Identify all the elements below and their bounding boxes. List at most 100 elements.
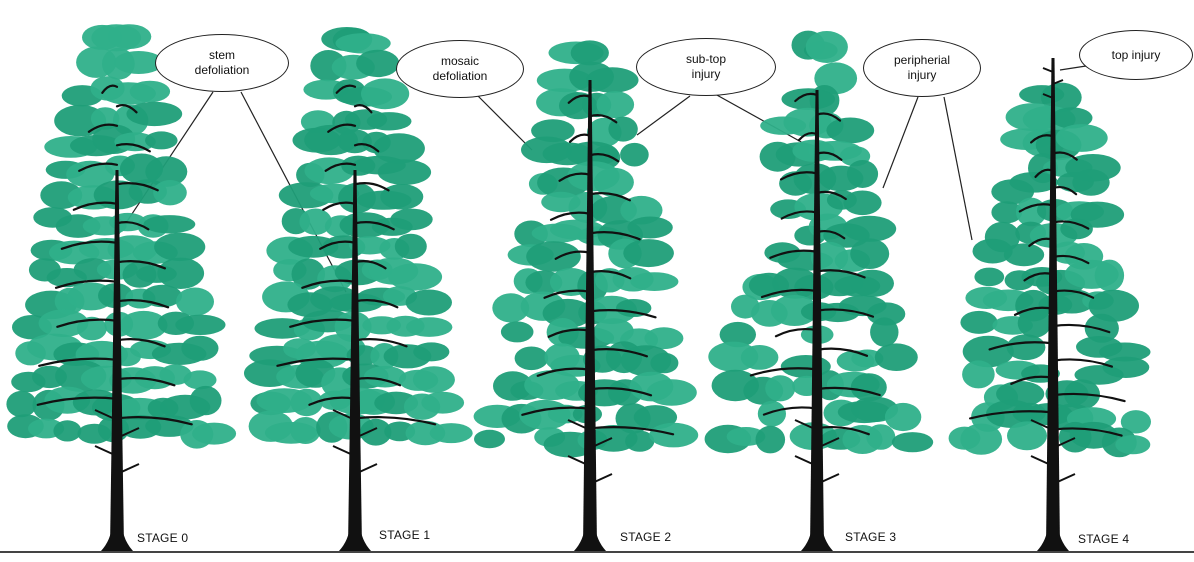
dead-top-twig	[1042, 67, 1054, 73]
foliage-tuft	[1115, 435, 1151, 455]
branch	[815, 308, 875, 318]
foliage-tuft	[630, 272, 679, 291]
branch	[1051, 392, 1126, 403]
foliage-tuft	[113, 51, 164, 74]
foliage-tuft	[866, 302, 906, 326]
trunk	[110, 170, 124, 548]
foliage-tuft	[119, 310, 168, 340]
callout-text-line1: sub-top	[685, 52, 727, 66]
foliage-tuft	[181, 335, 219, 361]
callout-text-line2: injury	[691, 67, 721, 81]
foliage-tuft	[1009, 172, 1059, 193]
foliage-tuft	[960, 423, 1003, 455]
branch	[36, 396, 119, 406]
foliage-tuft	[429, 423, 473, 444]
branch	[588, 192, 631, 202]
branch	[115, 104, 138, 114]
branch	[353, 104, 373, 114]
branch	[56, 318, 119, 328]
foliage-tuft	[1048, 288, 1095, 314]
branch	[353, 416, 437, 426]
branch	[115, 338, 166, 348]
foliage-tuft	[1102, 356, 1150, 378]
foliage-tuft	[1099, 342, 1151, 362]
foliage-tuft	[1003, 243, 1045, 267]
root-flare	[101, 525, 133, 551]
foliage-tuft	[755, 425, 786, 454]
branch	[794, 92, 819, 103]
branch	[769, 249, 819, 259]
stage-label-3: STAGE 3	[845, 530, 897, 544]
branch	[815, 112, 842, 122]
tree-stage-0	[6, 24, 237, 551]
foliage-tuft	[874, 343, 918, 372]
tree-stage-1	[244, 27, 473, 551]
foliage-tuft	[1088, 289, 1140, 322]
foliage-tuft	[870, 317, 899, 347]
foliage-tuft	[145, 131, 178, 150]
foliage-tuft	[53, 420, 82, 442]
foliage-tuft	[644, 327, 684, 350]
foliage-tuft	[192, 422, 237, 445]
foliage-tuft	[377, 159, 432, 185]
foliage-tuft	[154, 232, 206, 262]
foliage-tuft	[373, 133, 425, 164]
foliage-tuft	[500, 321, 534, 343]
branch	[115, 221, 150, 231]
foliage-tuft	[891, 432, 934, 453]
branch	[276, 357, 357, 367]
leader-line	[943, 96, 973, 241]
foliage-tuft	[960, 310, 998, 334]
foliage-tuft	[974, 267, 1005, 287]
callout-text-line1: top injury	[1111, 47, 1161, 62]
foliage-tuft	[176, 287, 214, 316]
foliage-tuft	[1084, 313, 1119, 343]
foliage-tuft	[145, 156, 188, 187]
foliage-tuft	[290, 417, 321, 444]
branch	[115, 260, 166, 270]
foliage-tuft	[646, 379, 697, 406]
branch	[115, 182, 159, 192]
foliage-tuft	[363, 365, 407, 388]
foliage-tuft	[380, 184, 424, 210]
branch	[353, 338, 408, 348]
foliage-tuft	[157, 257, 205, 289]
foliage-tuft	[740, 345, 779, 370]
branch	[115, 416, 193, 426]
leader-line	[1059, 65, 1087, 71]
stage-label-1: STAGE 1	[379, 528, 431, 542]
foliage-tuft	[625, 430, 655, 452]
foliage-tuft	[114, 132, 156, 152]
foliage-tuft	[719, 321, 756, 348]
branch	[760, 288, 819, 299]
branch	[779, 171, 819, 181]
foliage-tuft	[850, 238, 890, 269]
foliage-tuft	[547, 404, 583, 424]
branch	[588, 426, 675, 436]
root-flare	[574, 525, 606, 551]
branch	[115, 143, 151, 153]
foliage-tuft	[633, 405, 678, 430]
branch	[588, 231, 641, 241]
foliage-tuft	[1006, 334, 1046, 361]
trunk	[583, 80, 597, 548]
foliage-tuft	[412, 366, 455, 393]
foliage-tuft	[884, 402, 922, 432]
branch	[115, 299, 170, 309]
branch	[72, 201, 119, 211]
foliage-tuft	[175, 314, 226, 335]
leader-line	[477, 95, 533, 151]
dead-top-twig	[1042, 93, 1054, 99]
foliage-tuft	[129, 80, 171, 103]
foliage-tuft	[6, 390, 37, 418]
foliage-tuft	[291, 258, 326, 290]
foliage-tuft	[153, 180, 187, 206]
root-flare	[801, 525, 833, 551]
tree-stage-4	[948, 58, 1151, 551]
callout-text-line1: mosaic	[440, 54, 479, 68]
foliage-tuft	[586, 67, 639, 93]
branch	[289, 318, 357, 328]
